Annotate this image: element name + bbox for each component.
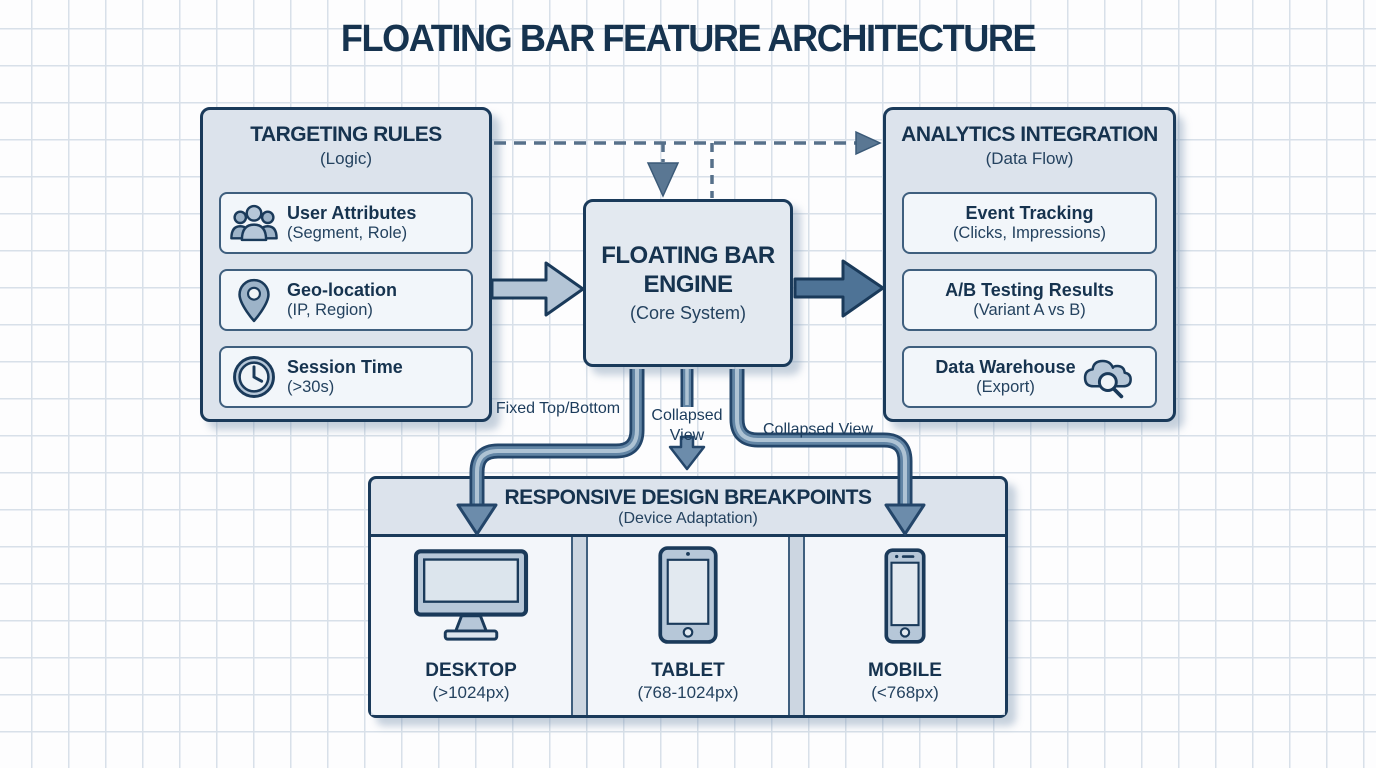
device-label: MOBILE xyxy=(868,660,942,681)
cloud-search-icon xyxy=(1076,354,1138,400)
targeting-rules-header: TARGETING RULES (Logic) xyxy=(203,123,489,169)
targeting-item-title: Session Time xyxy=(287,357,403,378)
analytics-item-subtitle: (Variant A vs B) xyxy=(973,300,1086,319)
device-label: TABLET xyxy=(651,660,725,681)
targeting-item-user-attributes: User Attributes (Segment, Role) xyxy=(219,192,473,254)
device-column-desktop: DESKTOP (>1024px) xyxy=(371,537,573,715)
analytics-item-data-warehouse: Data Warehouse (Export) xyxy=(902,346,1157,408)
analytics-item-subtitle: (Export) xyxy=(976,377,1035,396)
targeting-rules-title: TARGETING RULES xyxy=(250,123,442,146)
device-column-mobile: MOBILE (<768px) xyxy=(803,537,1005,715)
analytics-header: ANALYTICS INTEGRATION (Data Flow) xyxy=(886,123,1173,169)
desktop-icon xyxy=(412,549,530,650)
analytics-title: ANALYTICS INTEGRATION xyxy=(901,123,1158,146)
breakpoints-header: RESPONSIVE DESIGN BREAKPOINTS (Device Ad… xyxy=(371,479,1005,537)
device-range: (<768px) xyxy=(871,683,939,702)
dashed-arrow-to-engine xyxy=(646,143,714,198)
analytics-item-ab-testing: A/B Testing Results (Variant A vs B) xyxy=(902,269,1157,331)
device-label: DESKTOP xyxy=(425,660,517,681)
targeting-rules-subtitle: (Logic) xyxy=(320,149,372,168)
clock-icon xyxy=(221,355,287,399)
users-icon xyxy=(221,202,287,244)
location-pin-icon xyxy=(221,278,287,323)
device-range: (>1024px) xyxy=(432,683,510,702)
device-range: (768-1024px) xyxy=(637,683,739,702)
targeting-item-subtitle: (>30s) xyxy=(287,377,335,396)
analytics-item-subtitle: (Clicks, Impressions) xyxy=(952,223,1107,242)
analytics-subtitle: (Data Flow) xyxy=(985,149,1074,168)
edge-label-fixed-top-bottom: Fixed Top/Bottom xyxy=(495,400,621,417)
mobile-icon xyxy=(879,547,931,650)
device-column-tablet: TABLET (768-1024px) xyxy=(586,537,790,715)
tablet-icon xyxy=(656,545,720,650)
engine-title-line1: FLOATING BAR xyxy=(601,242,775,270)
edge-label-collapsed-view-mid: Collapsed View xyxy=(651,407,723,444)
analytics-item-title: Data Warehouse xyxy=(935,357,1076,378)
targeting-item-subtitle: (Segment, Role) xyxy=(287,223,408,242)
targeting-item-title: User Attributes xyxy=(287,203,417,224)
engine-title-line2: ENGINE xyxy=(643,270,733,298)
floating-bar-engine-box: FLOATING BAR ENGINE (Core System) xyxy=(583,199,793,367)
analytics-item-event-tracking: Event Tracking (Clicks, Impressions) xyxy=(902,192,1157,254)
analytics-item-title: A/B Testing Results xyxy=(945,280,1114,301)
device-columns: DESKTOP (>1024px) TABLET (768-1024px) xyxy=(371,537,1005,715)
targeting-rules-box: TARGETING RULES (Logic) User Attributes … xyxy=(200,107,492,422)
analytics-integration-box: ANALYTICS INTEGRATION (Data Flow) Event … xyxy=(883,107,1176,422)
targeting-item-geo-location: Geo-location (IP, Region) xyxy=(219,269,473,331)
analytics-item-title: Event Tracking xyxy=(965,203,1094,224)
page-title: FLOATING BAR FEATURE ARCHITECTURE xyxy=(340,18,1037,60)
breakpoints-subtitle: (Device Adaptation) xyxy=(618,510,758,527)
targeting-item-subtitle: (IP, Region) xyxy=(287,300,373,319)
targeting-item-title: Geo-location xyxy=(287,280,398,301)
block-arrow-engine-to-analytics xyxy=(793,259,885,318)
dashed-arrow-targeting-to-analytics xyxy=(494,130,882,156)
breakpoints-title: RESPONSIVE DESIGN BREAKPOINTS xyxy=(504,486,872,509)
breakpoints-box: RESPONSIVE DESIGN BREAKPOINTS (Device Ad… xyxy=(368,476,1008,718)
engine-subtitle: (Core System) xyxy=(629,302,746,323)
block-arrow-targeting-to-engine xyxy=(490,261,585,317)
targeting-item-session-time: Session Time (>30s) xyxy=(219,346,473,408)
edge-label-collapsed-view-right: Collapsed View xyxy=(763,421,873,438)
